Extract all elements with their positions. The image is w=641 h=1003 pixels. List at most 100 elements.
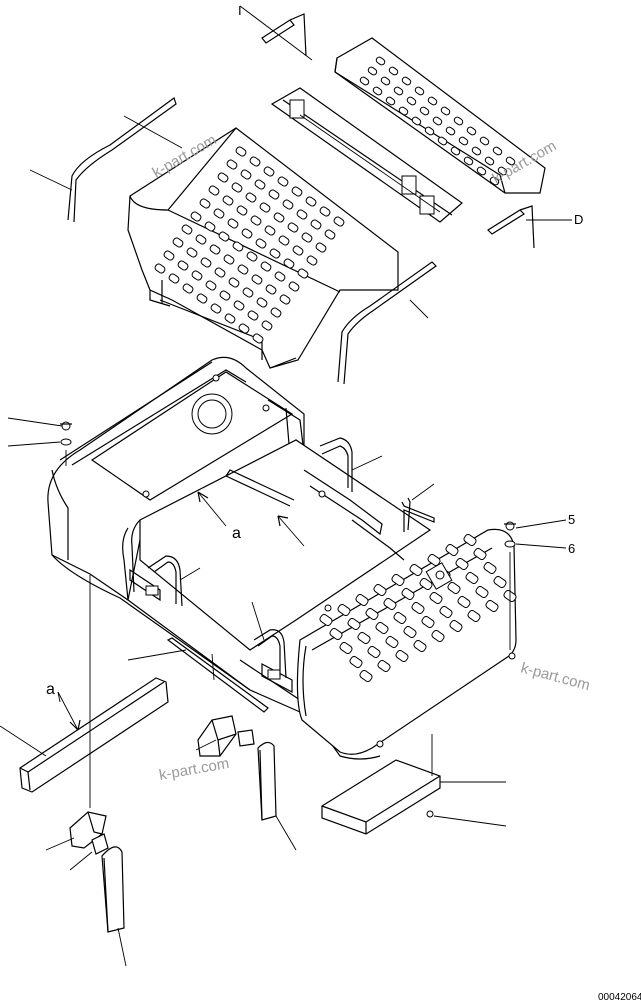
seal-strip-upper-right (337, 261, 437, 385)
side-panel-hole (493, 575, 507, 589)
side-panel-hole (339, 641, 353, 655)
top-cover-plate (334, 37, 546, 194)
hood-hole (306, 255, 318, 266)
main-housing (47, 356, 517, 760)
hood-hole (247, 310, 259, 321)
hood-hole (217, 172, 229, 183)
top-plate-hole (479, 136, 490, 146)
side-panel-hole (409, 563, 423, 577)
hood-hole (232, 241, 244, 252)
top-plate-hole (398, 106, 409, 116)
side-panel-hole (377, 659, 391, 673)
top-plate-hole (489, 176, 500, 186)
hood-hole (182, 283, 194, 294)
hood-hole (283, 258, 295, 269)
top-plate-hole (427, 96, 438, 106)
hood-hole (219, 290, 231, 301)
hood-hole (256, 297, 268, 308)
hood-hole (319, 206, 331, 217)
bolts-right: 5 6 (504, 512, 575, 650)
hook-seals (147, 437, 435, 679)
side-panel-hole (393, 611, 407, 625)
hood-hole (210, 303, 222, 314)
side-panel-hole (427, 553, 441, 567)
hood-hole (195, 234, 207, 245)
hood-hole (296, 209, 308, 220)
top-plate-hole (424, 126, 435, 136)
hood-hole (213, 208, 225, 219)
top-plate-hole (388, 66, 399, 76)
hood-hole (288, 281, 300, 292)
side-panel-hole (401, 587, 415, 601)
hood-hole (224, 313, 236, 324)
top-plate-hole (401, 76, 412, 86)
hood-hole (324, 229, 336, 240)
hood-hole (241, 228, 253, 239)
hood-hole (268, 189, 280, 200)
side-panel-hole (483, 561, 497, 575)
hood-hole (287, 222, 299, 233)
top-plate-hole (484, 156, 495, 166)
hood-hole (208, 185, 220, 196)
side-panel-hole (385, 635, 399, 649)
hood-hole (204, 221, 216, 232)
side-panel-hole (413, 639, 427, 653)
hood-hole (181, 224, 193, 235)
callout-bolt-5: 5 (568, 512, 575, 527)
side-panel-hole (475, 585, 489, 599)
hood-hole (191, 270, 203, 281)
hood-hole (261, 320, 273, 331)
side-panel-hole (357, 631, 371, 645)
hood-hole (260, 261, 272, 272)
top-plate-hole (437, 136, 448, 146)
watermark-4: k-part.com (158, 755, 231, 784)
hood-hole (223, 254, 235, 265)
top-plate-hole (471, 146, 482, 156)
side-panel-hole (395, 649, 409, 663)
callout-bolt-6: 6 (568, 541, 575, 556)
top-plate-hole (453, 116, 464, 126)
top-plate-hole (476, 166, 487, 176)
hood-hole (172, 237, 184, 248)
hood-hole (236, 205, 248, 216)
side-panel-hole (403, 625, 417, 639)
callout-top: I (238, 3, 242, 18)
hood-hole (263, 166, 275, 177)
bolts-left (7, 417, 72, 466)
label-a-lower: a (46, 681, 55, 698)
top-plate-hole (450, 146, 461, 156)
side-panel-hole (455, 557, 469, 571)
side-panel-hole (449, 619, 463, 633)
hood-hole (292, 245, 304, 256)
side-panel-hole (439, 605, 453, 619)
side-panel-hole (457, 595, 471, 609)
hood-hole (233, 300, 245, 311)
upper-hood (127, 127, 399, 369)
hood-hole (305, 196, 317, 207)
hood-hole (255, 238, 267, 249)
hood-hole (222, 195, 234, 206)
hood-hole (291, 186, 303, 197)
foam-blocks-lower (45, 811, 127, 967)
hood-hole (168, 273, 180, 284)
side-panel-hole (373, 583, 387, 597)
top-plate-hole (419, 106, 430, 116)
side-panel-hole (359, 669, 373, 683)
top-plate-hole (380, 76, 391, 86)
side-panel-hole (365, 607, 379, 621)
top-plate-hole (385, 96, 396, 106)
side-panel-hole (421, 615, 435, 629)
hood-hole (190, 211, 202, 222)
top-plate-hole (375, 56, 386, 66)
label-a-upper: a (232, 525, 241, 542)
hood-hole (274, 271, 286, 282)
hood-hole (226, 159, 238, 170)
hood-hole (250, 215, 262, 226)
foam-blocks (195, 715, 297, 851)
hood-hole (177, 260, 189, 271)
floor-pad-right (321, 734, 507, 835)
side-panel-hole (329, 627, 343, 641)
floor-strip (127, 637, 269, 713)
top-plate-hole (466, 126, 477, 136)
side-panel-hole (319, 613, 333, 627)
